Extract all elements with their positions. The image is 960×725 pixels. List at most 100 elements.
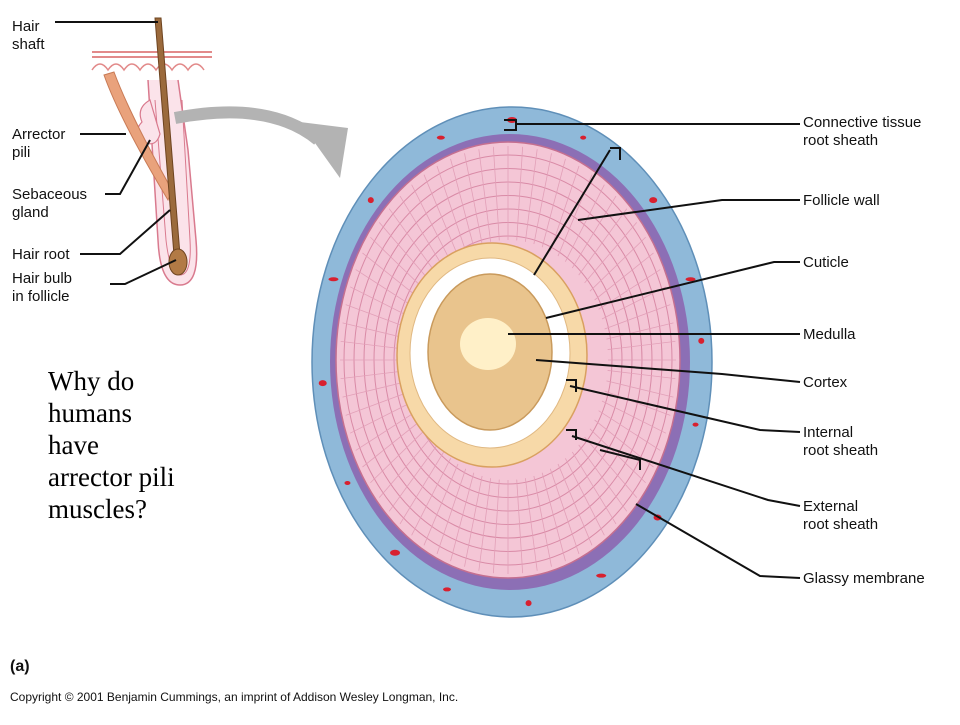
blood-vessel-dot	[436, 135, 445, 140]
cell-wall	[549, 468, 580, 555]
blood-vessel-dot	[649, 197, 658, 204]
blood-vessel-dot	[443, 587, 452, 592]
cell-wall	[524, 478, 538, 571]
blood-vessel-dot	[367, 197, 374, 204]
label-hair-root: Hair root	[12, 246, 70, 263]
cell-wall	[571, 451, 617, 525]
blood-vessel-dot	[692, 422, 699, 427]
cell-wall	[533, 475, 552, 567]
cell-wall	[450, 472, 475, 562]
cell-wall	[571, 195, 617, 269]
cell-wall	[436, 468, 467, 555]
cell-wall	[478, 478, 492, 571]
cell-wall	[388, 208, 438, 276]
cell-wall	[370, 236, 427, 292]
blood-vessel-dot	[344, 481, 351, 485]
cell-wall	[604, 304, 671, 330]
cell-wall	[492, 479, 500, 574]
cell-wall	[464, 475, 483, 567]
cell-wall	[594, 252, 654, 301]
cell-wall	[411, 458, 451, 536]
cell-wall	[604, 390, 671, 416]
cell-wall	[524, 149, 538, 242]
cell-wall	[565, 458, 605, 536]
hair-bulb-shape	[168, 248, 188, 276]
follicle-cross-section	[311, 106, 801, 618]
cell-wall	[607, 340, 676, 350]
cell-wall	[584, 222, 637, 284]
copyright-notice: Copyright © 2001 Benjamin Cummings, an i…	[10, 690, 459, 704]
blood-vessel-dot	[596, 573, 607, 578]
cell-wall	[340, 370, 409, 380]
blood-vessel-dot	[698, 337, 705, 344]
longitudinal-follicle	[55, 17, 212, 286]
cell-wall	[379, 436, 432, 498]
medulla-layer	[460, 318, 516, 370]
label-glassy-membrane: Glassy membrane	[803, 570, 925, 587]
cell-wall	[557, 463, 593, 546]
cell-wall	[584, 436, 637, 498]
blood-vessel-dot	[328, 277, 339, 282]
label-medulla: Medulla	[803, 326, 856, 343]
zoom-arrow	[173, 106, 348, 178]
cell-wall	[598, 410, 661, 451]
label-follicle-wall: Follicle wall	[803, 192, 880, 209]
cell-wall	[399, 451, 445, 525]
cell-wall	[436, 165, 467, 252]
blood-vessel-dot	[390, 549, 401, 556]
cell-wall	[345, 390, 412, 416]
cell-wall	[541, 158, 566, 248]
blood-vessel-dot	[318, 380, 327, 387]
cell-wall	[349, 400, 415, 434]
cell-wall	[379, 222, 432, 284]
blood-vessel-dot	[525, 600, 532, 607]
cell-wall	[516, 479, 524, 574]
cell-wall	[411, 184, 451, 262]
blood-vessel-dot	[580, 135, 587, 140]
label-cuticle: Cuticle	[803, 254, 849, 271]
cell-wall	[565, 184, 605, 262]
cell-wall	[492, 146, 500, 241]
cell-wall	[464, 153, 483, 245]
cell-wall	[423, 174, 459, 257]
cell-wall	[549, 165, 580, 252]
blood-vessel-dots	[318, 117, 705, 607]
cell-wall	[355, 410, 418, 451]
cell-wall	[388, 444, 438, 512]
cell-wall	[423, 463, 459, 546]
cell-wall	[601, 400, 667, 434]
cell-wall	[450, 158, 475, 248]
cell-wall	[342, 380, 410, 398]
cell-wall	[355, 269, 418, 310]
cell-wall	[606, 322, 674, 340]
cell-wall	[533, 153, 552, 245]
cell-wall	[607, 370, 676, 380]
cell-wall	[578, 208, 628, 276]
cell-wall	[589, 236, 646, 292]
cell-wall	[362, 419, 422, 468]
cell-wall	[606, 380, 674, 398]
cell-wall	[541, 472, 566, 562]
cell-wall	[362, 252, 422, 301]
cell-wall	[370, 428, 427, 484]
cell-wall	[516, 146, 524, 241]
panel-label: (a)	[10, 658, 30, 675]
cell-wall	[589, 428, 646, 484]
cell-wall	[478, 149, 492, 242]
cell-wall	[578, 444, 628, 512]
leader-lines	[504, 119, 801, 579]
question-text: Why do humans have arrector pili muscles…	[48, 366, 175, 524]
dermis-edge	[91, 63, 205, 72]
blood-vessel-dot	[685, 277, 696, 282]
label-cortex: Cortex	[803, 374, 848, 391]
cell-wall	[399, 195, 445, 269]
